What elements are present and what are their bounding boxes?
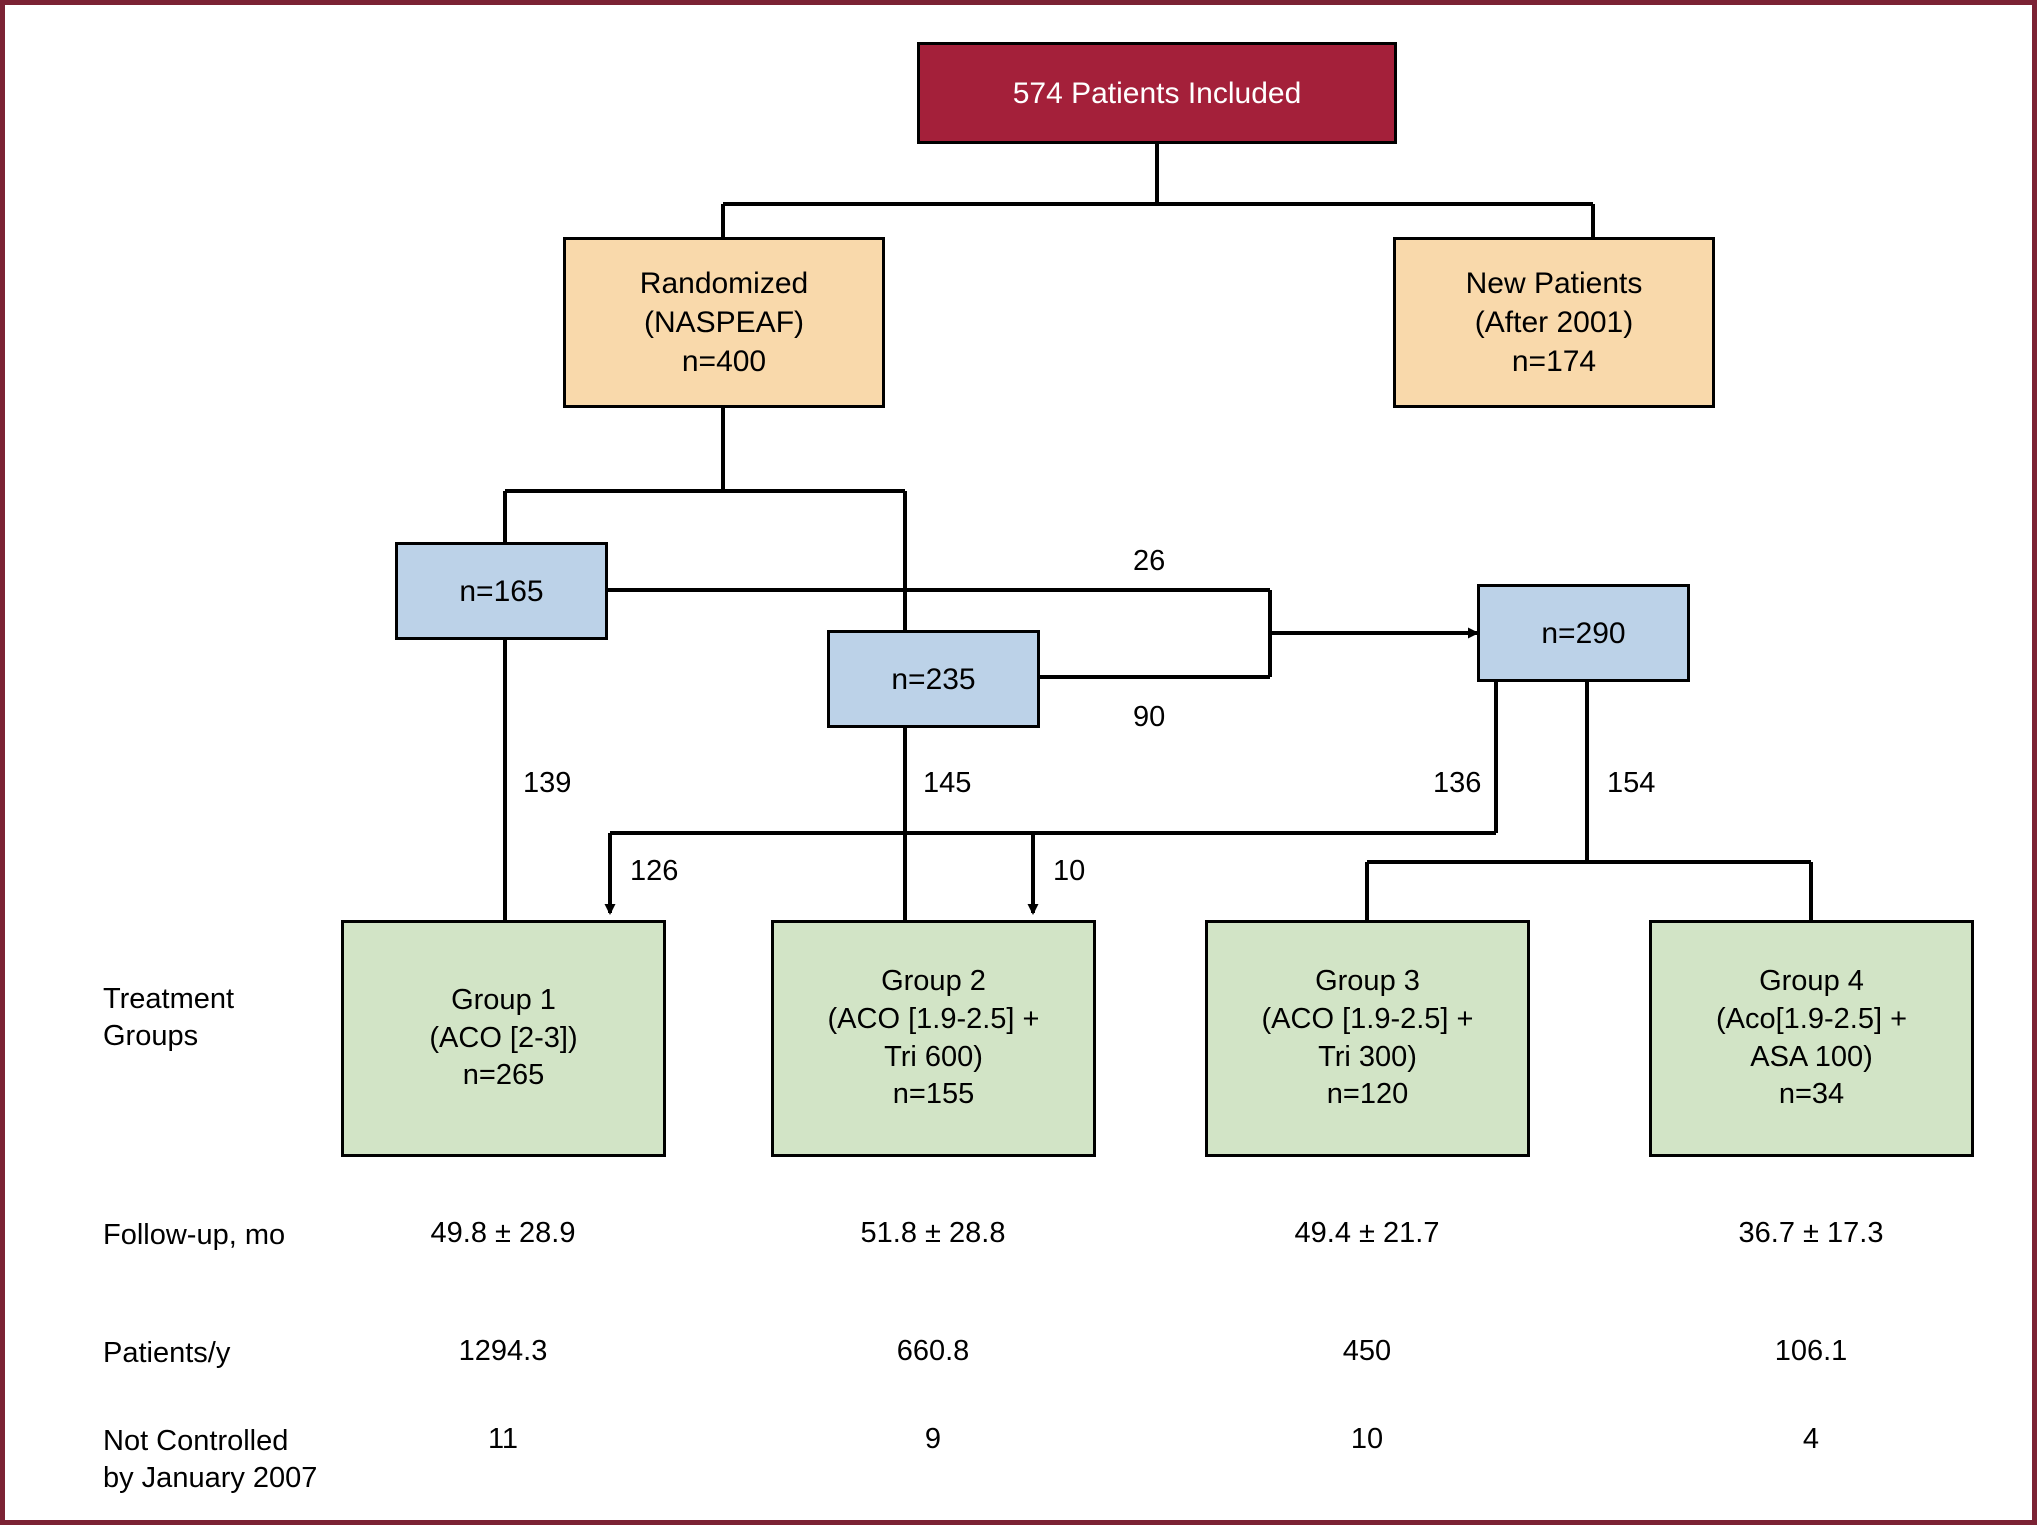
group-2-regimen-line2: Tri 600) xyxy=(884,1040,983,1073)
row-label-patients-per-year: Patients/y xyxy=(103,1335,230,1372)
group-1-regimen-line1: (ACO [2-3]) xyxy=(429,1021,578,1054)
group-3-name: Group 3 xyxy=(1315,965,1420,998)
group-3-n: n=120 xyxy=(1326,1078,1409,1111)
not-controlled-value-group-4: 4 xyxy=(1802,1423,1820,1455)
group-2-regimen-line1: (ACO [1.9-2.5] + xyxy=(827,1002,1040,1035)
node-arm-290-label: n=290 xyxy=(1541,616,1626,650)
node-arm-165-label: n=165 xyxy=(459,574,544,608)
edge-label-10: 10 xyxy=(1053,855,1086,887)
row-label-follow-up: Follow-up, mo xyxy=(103,1217,285,1254)
group-2-n: n=155 xyxy=(892,1078,975,1111)
patients-per-year-value-group-2: 660.8 xyxy=(896,1335,970,1367)
row-label-patients-per-year-line1: Patients/y xyxy=(103,1337,231,1369)
group-4-regimen-line1: (Aco[1.9-2.5] + xyxy=(1715,1002,1908,1035)
row-label-treatment-groups-line1: Treatment xyxy=(103,983,235,1015)
node-root-label: 574 Patients Included xyxy=(1012,76,1302,110)
patients-per-year-value-group-3: 450 xyxy=(1342,1335,1392,1367)
patients-per-year-value-group-1: 1294.3 xyxy=(458,1335,548,1367)
not-controlled-value-group-2: 9 xyxy=(924,1423,942,1455)
follow-up-value-group-4: 36.7 ± 17.3 xyxy=(1738,1217,1884,1249)
row-label-not-controlled-line1: Not Controlled xyxy=(103,1425,289,1457)
group-4-n: n=34 xyxy=(1778,1078,1845,1111)
row-label-follow-up-line1: Follow-up, mo xyxy=(103,1219,286,1251)
group-1-name: Group 1 xyxy=(451,983,556,1016)
node-treatment-group-2: Group 2 (ACO [1.9-2.5] + Tri 600) n=155 xyxy=(771,920,1096,1157)
edge-label-139: 139 xyxy=(523,767,572,799)
row-label-not-controlled: Not Controlled by January 2007 xyxy=(103,1423,317,1497)
node-new-patients-line3: n=174 xyxy=(1511,345,1597,378)
not-controlled-value-group-1: 11 xyxy=(487,1423,519,1455)
node-arm-235: n=235 xyxy=(827,630,1040,728)
group-4-regimen-line2: ASA 100) xyxy=(1750,1040,1873,1073)
edge-label-26: 26 xyxy=(1133,545,1166,577)
node-574-patients-included: 574 Patients Included xyxy=(917,42,1397,144)
edge-label-136: 136 xyxy=(1433,767,1482,799)
node-new-patients: New Patients (After 2001) n=174 xyxy=(1393,237,1715,408)
group-1-n: n=265 xyxy=(462,1059,545,1092)
node-treatment-group-4: Group 4 (Aco[1.9-2.5] + ASA 100) n=34 xyxy=(1649,920,1974,1157)
node-treatment-group-3: Group 3 (ACO [1.9-2.5] + Tri 300) n=120 xyxy=(1205,920,1530,1157)
edge-label-154: 154 xyxy=(1607,767,1656,799)
node-randomized-line3: n=400 xyxy=(681,345,767,378)
group-2-name: Group 2 xyxy=(881,965,986,998)
node-new-patients-line1: New Patients xyxy=(1465,267,1643,300)
edge-label-90: 90 xyxy=(1133,701,1166,733)
flow-connector-lines xyxy=(503,144,1813,920)
edge-label-126: 126 xyxy=(630,855,679,887)
group-3-regimen-line2: Tri 300) xyxy=(1318,1040,1417,1073)
edge-label-145: 145 xyxy=(923,767,972,799)
not-controlled-value-group-3: 10 xyxy=(1350,1423,1384,1455)
follow-up-value-group-2: 51.8 ± 28.8 xyxy=(860,1217,1006,1249)
node-randomized-naspeaf: Randomized (NASPEAF) n=400 xyxy=(563,237,885,408)
node-treatment-group-1: Group 1 (ACO [2-3]) n=265 xyxy=(341,920,666,1157)
follow-up-value-group-3: 49.4 ± 21.7 xyxy=(1294,1217,1440,1249)
row-label-treatment-groups: Treatment Groups xyxy=(103,981,234,1055)
node-arm-235-label: n=235 xyxy=(891,662,976,696)
node-new-patients-line2: (After 2001) xyxy=(1474,306,1634,339)
node-randomized-line1: Randomized xyxy=(639,267,809,300)
row-label-treatment-groups-line2: Groups xyxy=(103,1020,199,1053)
patients-per-year-value-group-4: 106.1 xyxy=(1774,1335,1848,1367)
row-label-not-controlled-line2: by January 2007 xyxy=(103,1462,318,1495)
node-randomized-line2: (NASPEAF) xyxy=(643,306,805,339)
group-3-regimen-line1: (ACO [1.9-2.5] + xyxy=(1261,1002,1474,1035)
follow-up-value-group-1: 49.8 ± 28.9 xyxy=(430,1217,576,1249)
node-arm-290: n=290 xyxy=(1477,584,1690,682)
node-arm-165: n=165 xyxy=(395,542,608,640)
group-4-name: Group 4 xyxy=(1759,965,1864,998)
